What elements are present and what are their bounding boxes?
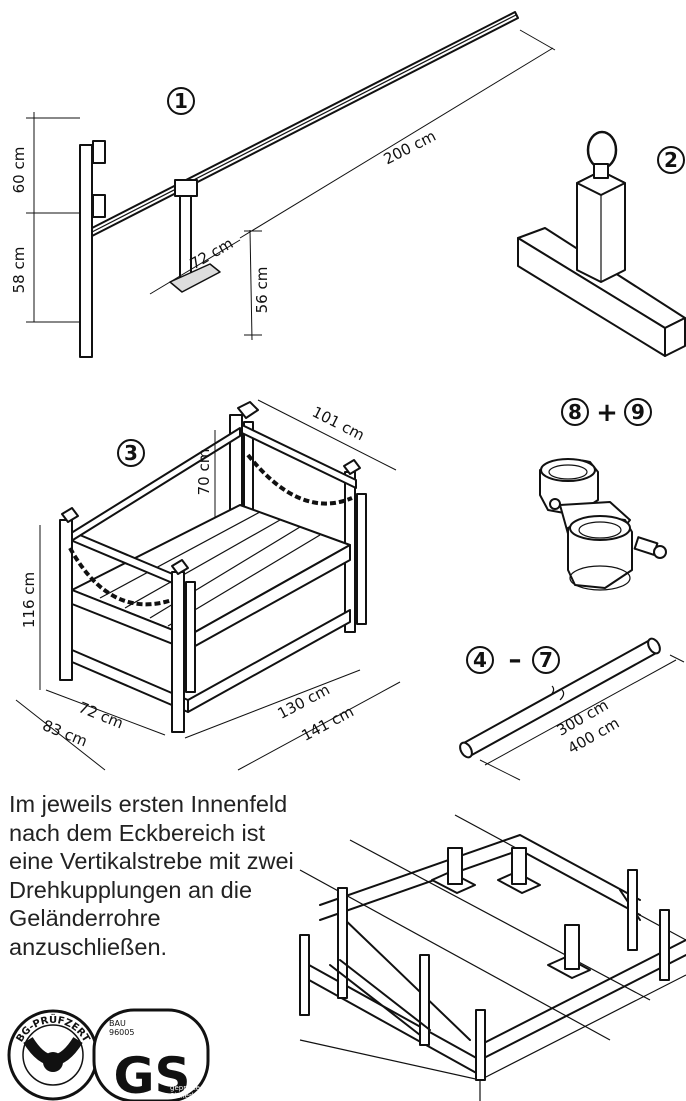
dim-200cm: 200 cm	[381, 127, 439, 169]
part-1-drawing: 1 60 cm 58 cm 200 cm 72 cm 56 cm	[10, 11, 556, 358]
ballast-base-2	[497, 847, 541, 894]
foot-plate	[169, 263, 221, 293]
dim-101cm: 101 cm	[309, 403, 367, 445]
seal-gs-mark: GS	[113, 1047, 190, 1101]
part-3-drawing: 3 101 cm 70 cm 116 cm 72 cm 83 cm 130 cm…	[15, 399, 401, 771]
dim-72cm-deck: 72 cm	[76, 698, 126, 732]
assembly-drawing	[299, 814, 686, 1101]
seal-gs-bottom-1: geprüfte	[170, 1084, 200, 1092]
seal-gs-bottom-2: Sicherheit	[170, 1092, 205, 1100]
callout-7: 7	[539, 648, 553, 672]
arm-200	[91, 11, 519, 237]
dim-56cm: 56 cm	[253, 267, 271, 314]
callout-1: 1	[174, 89, 188, 113]
post-1	[79, 144, 93, 358]
dim-58cm: 58 cm	[10, 247, 28, 294]
callout-3: 3	[124, 441, 138, 465]
support-post	[179, 187, 192, 285]
clamp-bottom	[92, 194, 106, 218]
plus-sign: +	[596, 398, 618, 428]
tube-drawing: 4 – 7 300 cm 400 cm	[459, 637, 685, 781]
clamp-top	[92, 140, 106, 164]
gs-seal: BAU 96005 GS geprüfte Sicherheit	[92, 1008, 210, 1101]
dim-70cm: 70 cm	[195, 449, 213, 496]
callout-2: 2	[664, 148, 678, 172]
seal-gs-top-2: 96005	[109, 1028, 134, 1037]
dim-116cm: 116 cm	[20, 572, 38, 628]
instruction-text: Im jeweils ersten Innenfeld nach dem Eck…	[9, 791, 294, 960]
ballast-base-1	[431, 847, 476, 894]
part-2-drawing: 2	[517, 130, 686, 357]
ballast-base-3	[547, 924, 591, 979]
dash-sign: –	[509, 645, 522, 675]
callout-4: 4	[473, 648, 487, 672]
callout-9: 9	[631, 400, 645, 424]
dim-60cm: 60 cm	[10, 147, 28, 194]
coupler-drawing: 8 + 9	[539, 398, 667, 591]
bg-pruefzert-seal: BG-PRÜFZERT	[7, 1009, 99, 1101]
seal-gs-top-1: BAU	[109, 1019, 126, 1028]
callout-8: 8	[568, 400, 582, 424]
dim-83cm: 83 cm	[40, 716, 90, 750]
